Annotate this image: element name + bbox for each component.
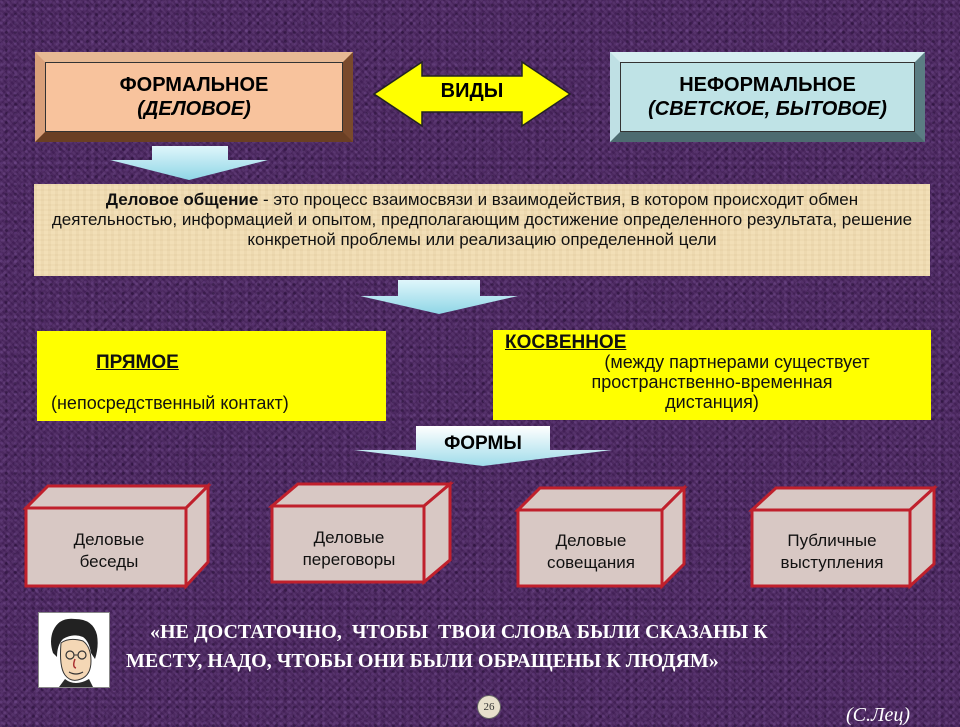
form-label-2-line1: Деловые bbox=[313, 528, 385, 547]
form-cube-1 bbox=[22, 482, 212, 590]
down-arrow-icon bbox=[110, 146, 268, 180]
form-label-3: Деловые совещания bbox=[520, 530, 662, 574]
direct-title: ПРЯМОЕ bbox=[96, 352, 179, 373]
portrait-icon bbox=[51, 618, 98, 687]
formal-box-face: ФОРМАЛЬНОЕ (ДЕЛОВОЕ) bbox=[45, 62, 343, 132]
indirect-desc-line1: (между партнерами существует bbox=[604, 352, 870, 372]
definition-box: Деловое общение - это процесс взаимосвяз… bbox=[34, 184, 930, 276]
form-label-4-line2: выступления bbox=[780, 553, 884, 572]
informal-box-face: НЕФОРМАЛЬНОЕ (СВЕТСКОЕ, БЫТОВОЕ) bbox=[620, 62, 915, 132]
direct-box: ПРЯМОЕ (непосредственный контакт) bbox=[37, 331, 386, 421]
forms-cubes bbox=[22, 480, 938, 590]
page-number: 26 bbox=[477, 695, 501, 719]
down-arrow-icon bbox=[360, 280, 518, 314]
formal-subtitle: (ДЕЛОВОЕ) bbox=[137, 98, 251, 120]
form-label-1-line2: беседы bbox=[79, 552, 139, 571]
quote-line2: МЕСТУ, НАДО, ЧТОБЫ ОНИ БЫЛИ ОБРАЩЕНЫ К Л… bbox=[126, 650, 719, 672]
informal-box: НЕФОРМАЛЬНОЕ (СВЕТСКОЕ, БЫТОВОЕ) bbox=[610, 52, 925, 142]
indirect-desc-line2: пространственно-временная bbox=[591, 372, 833, 392]
quote-line1: «НЕ ДОСТАТОЧНО, ЧТОБЫ ТВОИ СЛОВА БЫЛИ СК… bbox=[150, 621, 768, 643]
form-label-2: Деловые переговоры bbox=[274, 527, 424, 571]
form-label-4-line1: Публичные bbox=[787, 531, 877, 550]
formal-box: ФОРМАЛЬНОЕ (ДЕЛОВОЕ) bbox=[35, 52, 353, 142]
form-cube-2 bbox=[267, 480, 455, 586]
form-label-3-line1: Деловые bbox=[555, 531, 627, 550]
indirect-title: КОСВЕННОЕ bbox=[505, 332, 627, 353]
form-label-4: Публичные выступления bbox=[754, 530, 910, 574]
direct-desc: (непосредственный контакт) bbox=[51, 393, 289, 413]
form-label-1-line1: Деловые bbox=[73, 530, 145, 549]
double-arrow-icon bbox=[372, 60, 572, 128]
form-label-2-line2: переговоры bbox=[302, 550, 396, 569]
indirect-desc: (между партнерами существует пространств… bbox=[493, 352, 931, 412]
formal-title: ФОРМАЛЬНОЕ bbox=[119, 74, 269, 96]
forms-label: ФОРМЫ bbox=[444, 433, 522, 454]
indirect-desc-line3: дистанция) bbox=[665, 392, 759, 412]
quote-author: (С.Лец) bbox=[846, 704, 911, 726]
informal-title: НЕФОРМАЛЬНОЕ bbox=[679, 74, 856, 96]
form-label-1: Деловые беседы bbox=[34, 529, 184, 573]
types-label: ВИДЫ bbox=[440, 80, 504, 102]
forms-arrow-icon bbox=[354, 426, 612, 466]
form-cube-4 bbox=[748, 484, 938, 590]
author-portrait bbox=[38, 612, 110, 688]
form-cube-3 bbox=[514, 484, 688, 590]
definition-text: - это процесс взаимосвязи и взаимодейств… bbox=[51, 190, 913, 249]
indirect-box: КОСВЕННОЕ (между партнерами существует п… bbox=[493, 330, 931, 420]
form-label-3-line2: совещания bbox=[547, 553, 635, 572]
definition-term: Деловое общение bbox=[105, 190, 259, 209]
informal-subtitle: (СВЕТСКОЕ, БЫТОВОЕ) bbox=[648, 98, 887, 120]
